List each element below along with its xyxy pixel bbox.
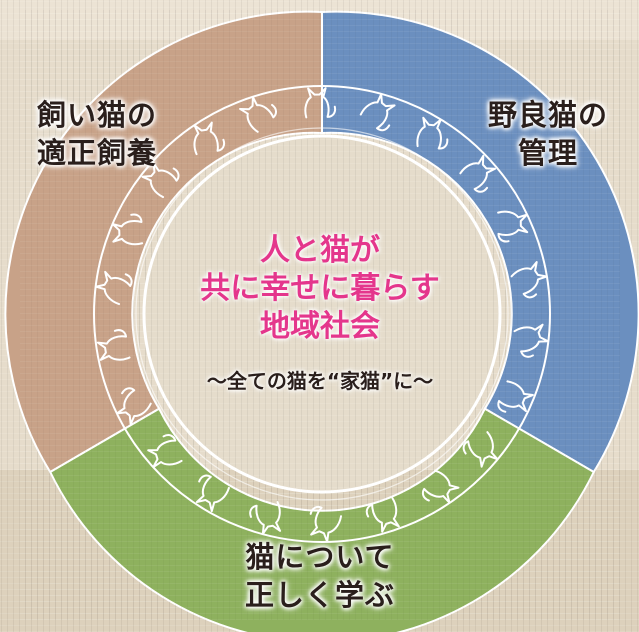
cat-outline: [497, 210, 529, 243]
segment-label-right-line-1: 野良猫の: [487, 98, 608, 132]
segment-label-bottom-line-2: 正しく学ぶ: [244, 578, 395, 612]
segment-label-right-line-2: 管理: [517, 136, 578, 170]
cat-outline: [513, 323, 550, 358]
cat-outline: [462, 431, 499, 468]
cat-outline: [141, 162, 180, 199]
cat-outline: [195, 474, 230, 513]
cat-silhouette-band: [94, 87, 550, 543]
center-title-line-3: 地域社会: [260, 309, 380, 344]
cat-outline: [116, 387, 152, 426]
segment-label-right: 野良猫の 管理: [468, 96, 628, 172]
cat-outline: [416, 116, 449, 150]
cat-outline: [239, 96, 278, 133]
cat-outline: [94, 270, 133, 306]
segment-label-left: 飼い猫の 適正飼養: [12, 96, 182, 172]
cat-outline: [193, 121, 226, 156]
cat-outline: [147, 434, 183, 469]
center-title: 人と猫が 共に幸せに暮らす 地域社会: [170, 232, 470, 346]
center-subtitle: ～全ての猫を“家猫”に～: [206, 369, 434, 393]
cat-outline: [359, 93, 396, 132]
center-title-line-2: 共に幸せに暮らす: [200, 271, 440, 306]
cat-band-inner-line: [135, 127, 509, 501]
cat-outline: [96, 329, 131, 361]
center-title-line-1: 人と猫が: [260, 233, 380, 268]
cat-outline: [510, 261, 548, 299]
segment-label-left-line-1: 飼い猫の: [36, 98, 157, 132]
segment-label-bottom-line-1: 猫について: [245, 540, 395, 574]
cat-outline: [111, 213, 144, 246]
cat-outline: [421, 469, 460, 504]
cat-outline: [365, 497, 400, 533]
segment-label-bottom: 猫について 正しく学ぶ: [210, 538, 430, 614]
cat-outline: [249, 501, 282, 535]
segment-label-left-line-2: 適正飼養: [36, 136, 157, 170]
cat-band-outer-line: [93, 85, 551, 543]
center-circle-texture: [146, 138, 498, 490]
cat-outline: [304, 87, 337, 119]
cat-outline: [459, 154, 497, 193]
cat-outline: [309, 505, 343, 543]
cat-outline: [497, 380, 534, 413]
